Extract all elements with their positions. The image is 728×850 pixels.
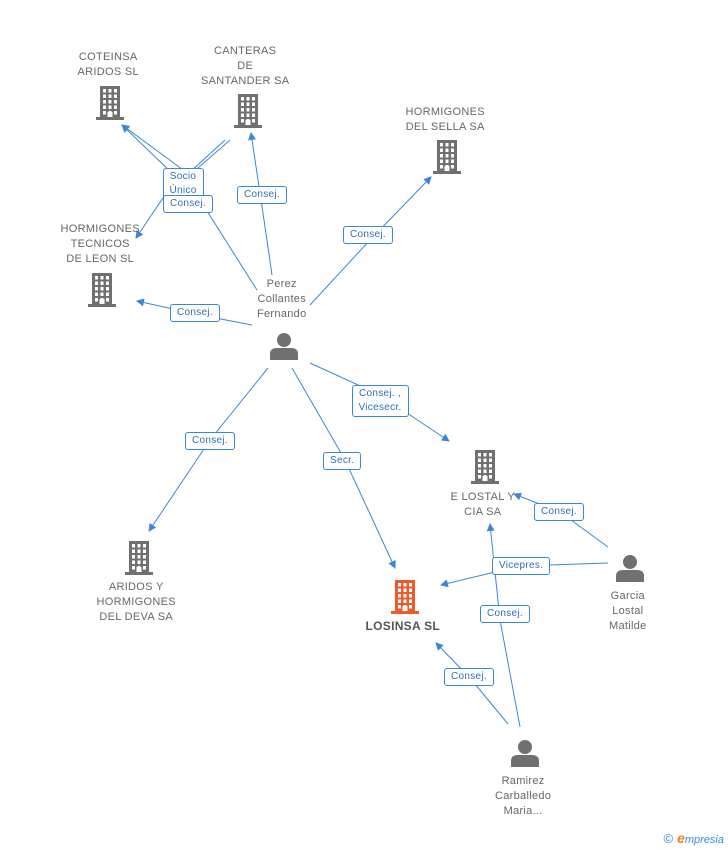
elostal-building-icon[interactable] <box>471 450 499 484</box>
edge-label-perez-to-losinsa[interactable]: Secr. <box>323 452 362 470</box>
perez-label[interactable]: Perez Collantes Fernando <box>257 278 307 320</box>
hormigones-tecnicos-building-icon[interactable] <box>88 273 116 307</box>
edge-label-canteras-to-coteinsa[interactable]: Socio Único <box>162 168 204 200</box>
empresia-watermark[interactable]: ©empresia <box>663 830 724 846</box>
edges-layer <box>121 124 609 728</box>
aridos-deva-building-icon[interactable] <box>125 541 153 575</box>
ramirez-person-icon[interactable] <box>511 740 539 767</box>
edge-label-ramirez-to-losinsa[interactable]: Consej. <box>444 668 495 686</box>
edge-label-perez-to-hormigones-sella[interactable]: Consej. <box>343 226 394 244</box>
edge-label-perez-to-aridos-deva[interactable]: Consej. <box>185 432 236 450</box>
icons-layer <box>88 86 644 767</box>
edge-label-garcia-to-losinsa[interactable]: Vicepres. <box>492 557 551 575</box>
canteras-building-icon[interactable] <box>234 94 262 128</box>
garcia-label[interactable]: Garcia Lostal Matilde <box>609 590 647 632</box>
losinsa-building-icon[interactable] <box>391 580 419 614</box>
edge-perez-to-canteras <box>248 132 273 276</box>
aridos-deva-label[interactable]: ARIDOS Y HORMIGONES DEL DEVA SA <box>96 581 176 623</box>
hormigones-sella-building-icon[interactable] <box>433 140 461 174</box>
canteras-label[interactable]: CANTERAS DE SANTANDER SA <box>201 45 290 87</box>
coteinsa-building-icon[interactable] <box>96 86 124 120</box>
edge-label-perez-to-hormigones-tecnicos[interactable]: Consej. <box>170 304 221 322</box>
edge-label-ramirez-to-elostal[interactable]: Consej. <box>480 605 531 623</box>
edge-label-garcia-to-elostal[interactable]: Consej. <box>534 503 585 521</box>
perez-person-icon[interactable] <box>270 333 298 360</box>
coteinsa-label[interactable]: COTEINSA ARIDOS SL <box>77 51 139 78</box>
edge-label-perez-to-canteras[interactable]: Consej. <box>237 186 288 204</box>
hormigones-sella-label[interactable]: HORMIGONES DEL SELLA SA <box>405 106 485 133</box>
edge-label-canteras-to-hormigones-tecnicos[interactable]: Consej. <box>163 195 214 213</box>
edge-label-perez-to-elostal[interactable]: Consej. , Vicesecr. <box>351 385 409 417</box>
garcia-person-icon[interactable] <box>616 555 644 582</box>
losinsa-label[interactable]: LOSINSA SL <box>365 619 441 633</box>
copyright-symbol: © <box>663 831 674 846</box>
elostal-label[interactable]: E LOSTAL Y CIA SA <box>450 491 516 518</box>
brand-initial: e <box>677 830 685 846</box>
hormigones-tecnicos-label[interactable]: HORMIGONES TECNICOS DE LEON SL <box>60 223 140 265</box>
edge-ramirez-to-elostal <box>486 523 521 728</box>
brand-name: mpresia <box>684 834 724 846</box>
ramirez-label[interactable]: Ramirez Carballedo Maria... <box>495 775 552 817</box>
